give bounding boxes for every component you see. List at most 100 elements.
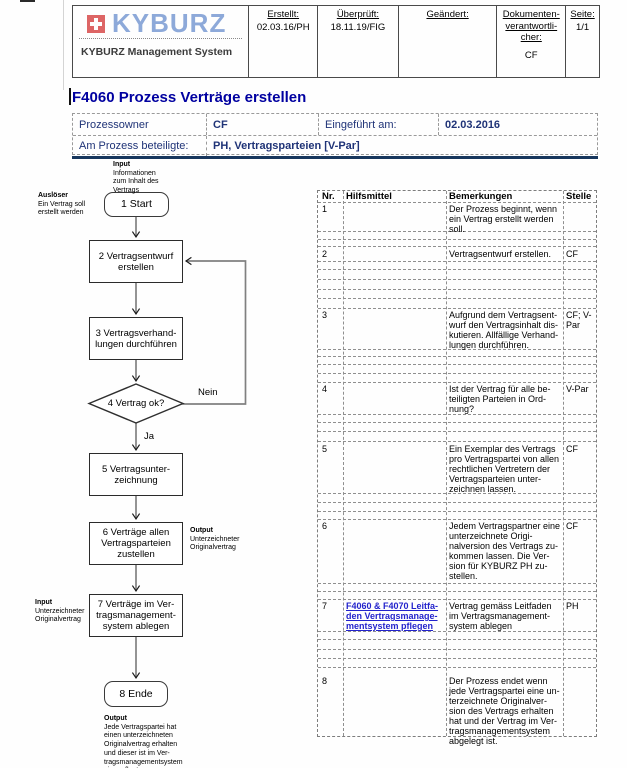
table-grid-line — [318, 382, 596, 383]
flow-node-vertragsunterzeichnung: 5 Vertragsunter-zeichnung — [89, 453, 183, 496]
annotation-output-mid: Output Unterzeichneter Originalvertrag — [190, 527, 260, 553]
row-nr: 8 — [322, 676, 328, 686]
annotation-output-mid-title: Output — [190, 527, 213, 534]
row-stelle: PH — [566, 601, 579, 611]
annotation-output-mid-body: Unterzeichneter Originalvertrag — [190, 535, 240, 552]
text-cursor — [69, 88, 71, 105]
table-grid-line — [318, 231, 596, 232]
table-grid-line — [318, 422, 596, 423]
seite-value: 1/1 — [575, 21, 590, 33]
edge-label-ja: Ja — [144, 431, 155, 442]
management-system-label: KYBURZ Management System — [81, 46, 233, 58]
ueberprueft-label: Überprüft: — [336, 9, 380, 20]
column-header-stelle: Stelle — [566, 191, 592, 202]
row-bemerkungen: Jedem Vertragspartner eine unterzeichnet… — [449, 521, 561, 581]
geaendert-label: Geändert: — [426, 9, 469, 20]
table-grid-line — [318, 667, 596, 668]
table-grid-line — [318, 639, 596, 640]
row-nr: 5 — [322, 444, 328, 454]
flow-decision-vertrag-ok: 4 Vertrag ok? — [107, 398, 165, 409]
kyburz-logo: KYBURZ — [87, 8, 242, 39]
scan-artifact-line — [20, 0, 35, 2]
flow-node-vertraege-zustellen: 6 Verträge allen Vertragsparteien zustel… — [89, 522, 183, 565]
seite-label: Seite: — [570, 9, 595, 20]
table-grid-line — [318, 202, 596, 203]
eingefuehrt-label: Eingeführt am: — [318, 114, 438, 135]
header-cell-geaendert: Geändert: — [397, 6, 497, 77]
eingefuehrt-value: 02.03.2016 — [438, 114, 597, 135]
table-grid-line — [563, 191, 564, 736]
row-nr: 4 — [322, 384, 328, 394]
row-stelle: CF — [566, 444, 578, 454]
table-grid-line — [318, 583, 596, 584]
annotation-trigger-title: Auslöser — [38, 192, 68, 199]
table-grid-line — [318, 373, 596, 374]
table-grid-line — [318, 279, 596, 280]
table-grid-line — [318, 414, 596, 415]
table-grid-line — [318, 356, 596, 357]
table-grid-line — [318, 298, 596, 299]
leitfaden-document-link[interactable]: F4060 & F4070 Leitfa-den Vertragsmanage-… — [346, 601, 439, 631]
annotation-input-top-body: Informationen zum Inhalt des Vertrags — [113, 169, 159, 195]
table-grid-line — [318, 261, 596, 262]
beteiligte-value: PH, Vertragsparteien [V-Par] — [206, 136, 597, 156]
row-bemerkungen: Vertrag gemäss Leitfaden im Vertragsmana… — [449, 601, 552, 631]
annotation-input-top: Input Informationen zum Inhalt des Vertr… — [113, 161, 185, 196]
page-title: F4060 Prozess Verträge erstellen — [72, 89, 307, 106]
row-bemerkungen: Vertragsentwurf erstellen. — [449, 249, 552, 259]
logo-divider — [79, 38, 243, 39]
row-hilfsmittel: F4060 & F4070 Leitfa-den Vertragsmanage-… — [346, 601, 443, 631]
process-info-table: Prozessowner CF Eingeführt am: 02.03.201… — [72, 113, 598, 156]
document-header-table: KYBURZ KYBURZ Management System Erstellt… — [72, 5, 600, 78]
section-divider-rule — [72, 156, 598, 159]
info-row-participants: Am Prozess beteiligte: PH, Vertragsparte… — [73, 135, 597, 156]
annotation-output-bottom: Output Jede Vertragspartei hat einen unt… — [104, 715, 204, 768]
table-grid-line — [318, 239, 596, 240]
table-grid-line — [318, 519, 596, 520]
flow-node-vertragsverhandlungen: 3 Vertragsverhand-lungen durchführen — [89, 317, 183, 360]
logo-cell: KYBURZ KYBURZ Management System — [73, 6, 248, 77]
column-header-bemerkungen: Bemerkungen — [449, 191, 513, 202]
row-nr: 2 — [322, 249, 328, 259]
row-bemerkungen: Ist der Vertrag für alle be-teiligten Pa… — [449, 384, 551, 414]
table-grid-line — [318, 658, 596, 659]
row-stelle: CF — [566, 249, 578, 259]
flow-node-ende: 8 Ende — [104, 681, 168, 707]
title-block: F4060 Prozess Verträge erstellen — [69, 88, 307, 107]
info-row-owner: Prozessowner CF Eingeführt am: 02.03.201… — [73, 114, 597, 135]
annotation-output-bottom-body: Jede Vertragspartei hat einen unterzeich… — [104, 723, 183, 768]
row-stelle: CF; V-Par — [566, 310, 592, 330]
table-grid-line — [318, 364, 596, 365]
header-cell-ueberprueft: Überprüft: 18.11.19/FIG — [317, 6, 398, 77]
edge-label-nein: Nein — [198, 387, 218, 398]
table-grid-line — [318, 431, 596, 432]
row-stelle: V-Par — [566, 384, 589, 394]
row-nr: 1 — [322, 204, 328, 214]
table-grid-line — [318, 269, 596, 270]
header-cell-erstellt: Erstellt: 02.03.16/PH — [248, 6, 317, 77]
table-grid-line — [318, 649, 596, 650]
prozessowner-value: CF — [206, 114, 318, 135]
annotation-output-bottom-title: Output — [104, 715, 127, 722]
table-grid-line — [318, 246, 596, 247]
table-grid-line — [318, 599, 596, 600]
row-bemerkungen: Der Prozess beginnt, wenn ein Vertrag er… — [449, 204, 558, 234]
row-bemerkungen: Aufgrund dem Vertragsent-wurf den Vertra… — [449, 310, 559, 350]
remarks-table: Nr. Hilfsmittel Bemerkungen Stelle 1 Der… — [317, 190, 597, 746]
prozessowner-label: Prozessowner — [79, 118, 149, 131]
brand-name: KYBURZ — [112, 8, 227, 39]
ueberprueft-value: 18.11.19/FIG — [330, 21, 386, 33]
table-grid-line — [318, 289, 596, 290]
erstellt-value: 02.03.16/PH — [256, 21, 310, 33]
table-grid-line — [318, 308, 596, 309]
annotation-trigger: Auslöser Ein Vertrag soll erstellt werde… — [38, 192, 102, 218]
row-nr: 7 — [322, 601, 328, 611]
dokumentenverantwortlicher-label: Dokumenten-verantwortli-cher: — [502, 9, 560, 43]
table-grid-line — [318, 511, 596, 512]
annotation-trigger-body: Ein Vertrag soll erstellt werden — [38, 200, 86, 217]
table-grid-line — [318, 591, 596, 592]
row-bemerkungen: Ein Exemplar des Vertrags pro Vertragspa… — [449, 444, 560, 494]
annotation-input-bottom-body: Unterzeichneter Originalvertrag — [35, 607, 85, 624]
column-header-nr: Nr. — [322, 191, 335, 202]
